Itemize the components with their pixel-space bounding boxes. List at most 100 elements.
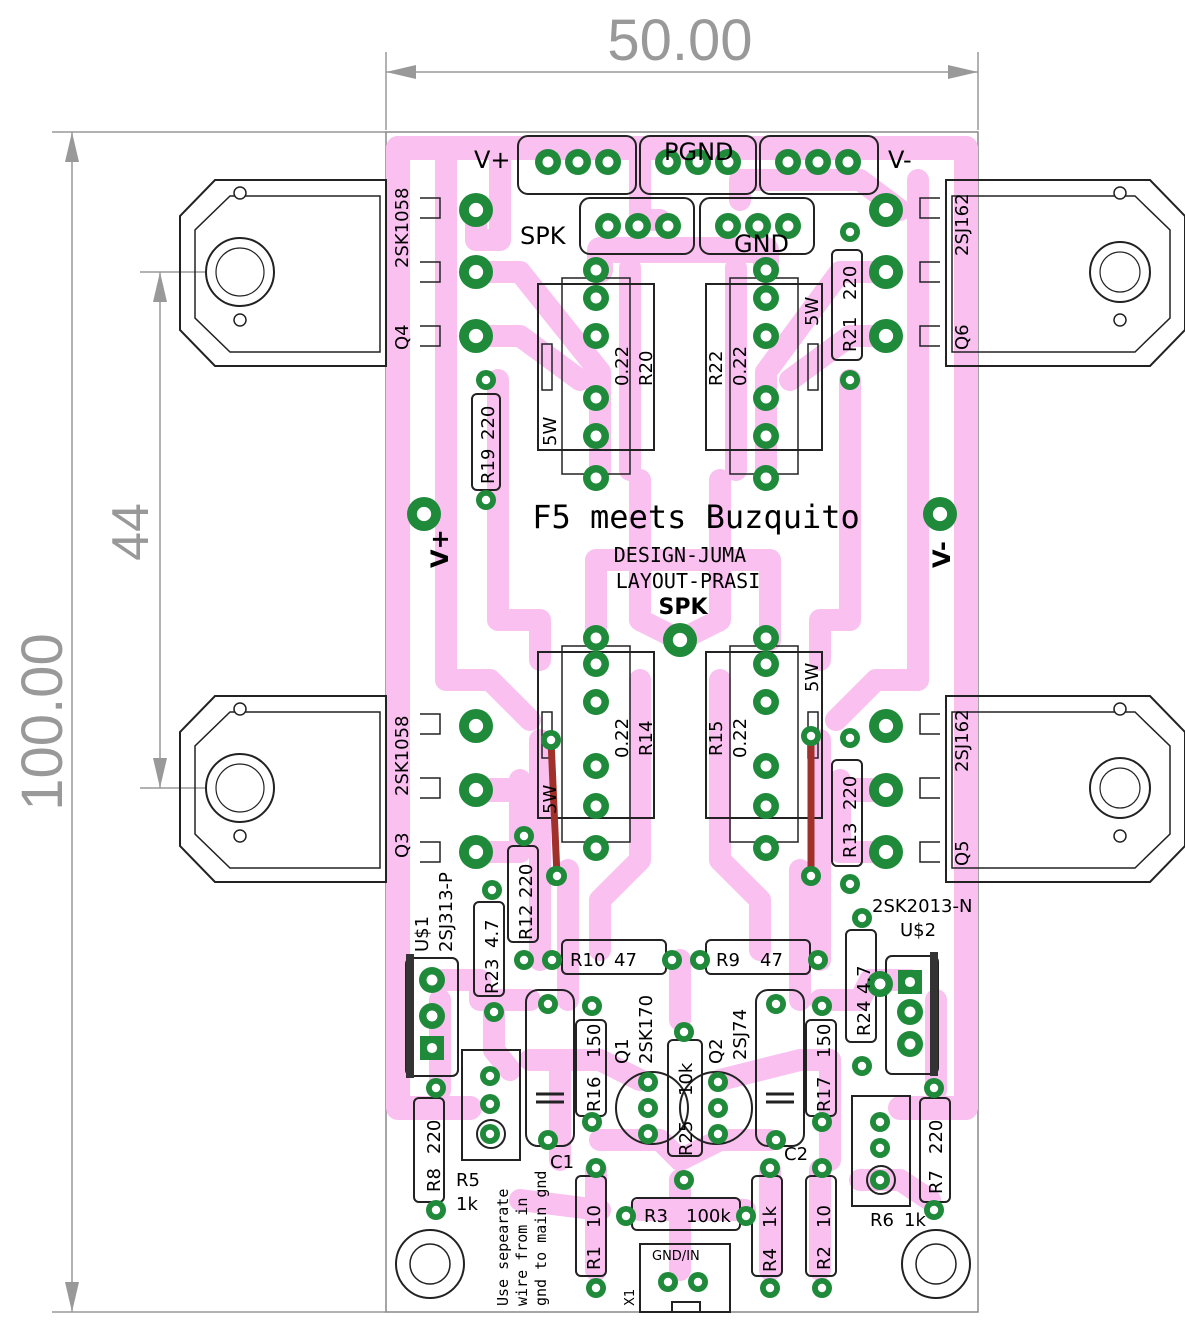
pad-drill (695, 955, 705, 965)
label-r10-value: 47 (614, 950, 637, 971)
label-r6-value: 1k (904, 1210, 926, 1231)
label-r21-value: 220 (840, 266, 861, 300)
pad-drill (590, 696, 602, 708)
pad-drill (591, 1163, 601, 1173)
label-spk-top: SPK (520, 222, 567, 250)
pad-drill (519, 955, 529, 965)
pad-drill (590, 472, 602, 484)
pad-drill (662, 156, 674, 168)
label-r6-ref: R6 (870, 1210, 894, 1231)
label-q4-ref: Q4 (392, 324, 413, 350)
pad-drill (878, 844, 894, 860)
pad-drill (632, 220, 644, 232)
pad-drill (679, 1027, 689, 1037)
pad-drill (542, 156, 554, 168)
pad-drill (667, 955, 677, 965)
pad-drill (543, 999, 553, 1009)
labels: V+ PGND V- SPK GND F5 meets Buzquito DES… (392, 138, 973, 1306)
pad-drill (590, 760, 602, 772)
pad-drill (760, 264, 772, 276)
pad-drill (760, 842, 772, 854)
label-r3-ref: R3 (644, 1206, 668, 1227)
pad-drill (643, 1103, 653, 1113)
label-spk-mid: SPK (658, 595, 708, 620)
label-r13-ref: R13 (840, 823, 861, 858)
transistor-q6-package (919, 179, 1185, 367)
pad-drill (817, 1001, 827, 1011)
pad-drill (771, 999, 781, 1009)
label-vplus-side: V+ (426, 529, 454, 568)
dimension-mount-label: 44 (102, 503, 160, 561)
board-design-credit: DESIGN-JUMA (614, 543, 746, 567)
label-r9-ref: R9 (716, 950, 740, 971)
pad-drill (590, 842, 602, 854)
pad-drill (874, 978, 886, 990)
label-r22-value: 0.22 (730, 346, 751, 386)
mounting-hole-bottom-left (395, 1229, 465, 1299)
pad-drill (845, 375, 855, 385)
label-r21-ref: R21 (840, 317, 861, 352)
label-r22-power: 5W (802, 297, 823, 326)
pad-drill (468, 782, 484, 798)
label-u1-part: 2SJ313-P (436, 872, 457, 952)
label-r23-ref: R23 (482, 959, 503, 994)
pad-drill (672, 632, 688, 648)
pad-drill (590, 658, 602, 670)
label-q2-ref: Q2 (706, 1038, 727, 1064)
pad-drill (692, 156, 704, 168)
label-r1-value: 10 (584, 1205, 605, 1228)
jfet-q1-body (615, 1071, 689, 1145)
label-r7-ref: R7 (926, 1170, 947, 1194)
pad-drill (693, 1277, 703, 1287)
pad-drill (602, 220, 614, 232)
pad-drill (426, 1010, 438, 1022)
pad-drill (590, 264, 602, 276)
pad-drill (857, 913, 867, 923)
pad-drill (765, 1283, 775, 1293)
pad-drill (481, 375, 491, 385)
pad-drill (416, 506, 432, 522)
dimension-width: 50.00 (385, 8, 979, 130)
pad-drill (878, 782, 894, 798)
pad-drill (485, 1129, 495, 1139)
pad-drill (929, 1205, 939, 1215)
pad-drill (602, 156, 614, 168)
label-q1-part: 2SK170 (636, 995, 657, 1064)
pad-drill (760, 392, 772, 404)
pad-drill (590, 430, 602, 442)
pad-drill (481, 495, 491, 505)
pad-drill (485, 1099, 495, 1109)
label-x1: X1 (623, 1289, 638, 1306)
pad-drill (904, 1038, 916, 1050)
pad-drill (426, 1042, 438, 1054)
label-gnd: GND (734, 230, 789, 258)
label-r15-ref: R15 (706, 721, 727, 756)
label-r5-ref: R5 (456, 1170, 480, 1191)
pad-drill (713, 1077, 723, 1087)
label-r25-ref: R25 (676, 1121, 697, 1156)
board-layout-credit: LAYOUT-PRASI (616, 569, 761, 593)
pad-drill (590, 632, 602, 644)
pad-drill (713, 1129, 723, 1139)
pad-drill (812, 156, 824, 168)
pad-drill (878, 202, 894, 218)
label-c2: C2 (784, 1144, 808, 1165)
label-r17-ref: R17 (814, 1077, 835, 1112)
label-vminus-top: V- (888, 146, 912, 174)
jfet-q2-body (679, 1071, 753, 1145)
label-r4-value: 1k (760, 1206, 781, 1228)
dimension-height: 100.00 (10, 131, 386, 1313)
label-r2-ref: R2 (814, 1246, 835, 1270)
pads-layer (407, 149, 957, 1298)
label-r25-value: 10k (676, 1062, 697, 1096)
note-line-2: wire from in (513, 1198, 531, 1306)
mosfet-u1-body (405, 954, 459, 1078)
label-q5-ref: Q5 (952, 840, 973, 866)
label-c1: C1 (550, 1152, 574, 1173)
pad-drill (845, 227, 855, 237)
pad-drill (760, 760, 772, 772)
pad-drill (929, 1083, 939, 1093)
label-vplus-top: V+ (474, 146, 511, 174)
pad-drill (643, 1129, 653, 1139)
pad-drill (591, 1283, 601, 1293)
